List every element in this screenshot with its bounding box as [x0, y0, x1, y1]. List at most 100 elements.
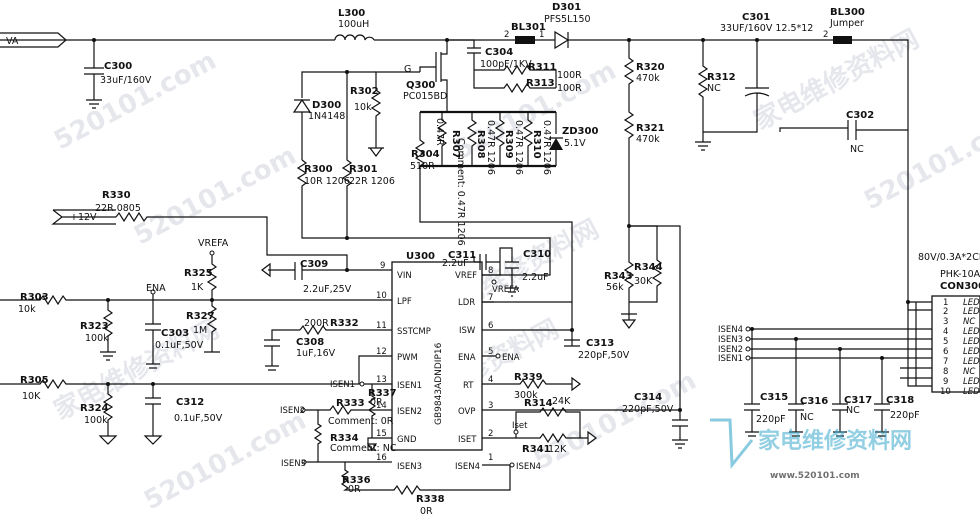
resistor-r303: R303 10k [0, 292, 212, 315]
r337-ref: R337 [368, 388, 397, 399]
capacitor-c314: C314 220pF,50V [494, 225, 688, 449]
resistor-r341: Iset R341 12K [512, 421, 597, 455]
svg-text:2: 2 [488, 429, 493, 439]
capacitor-c300: C300 33uF/160V [84, 40, 152, 109]
l300-value: 100uH [338, 19, 369, 30]
svg-text:14: 14 [376, 401, 387, 411]
svg-text:LED: LED [963, 337, 980, 347]
c311-ref: C311 [448, 250, 476, 261]
u300-part: GB9843ADNDIP16 [434, 342, 444, 425]
capacitor-c309: C309 2.2uF,25V [261, 259, 380, 295]
c314-value: 220pF,50V [622, 404, 674, 415]
sense-resistor-bank: R307 0.47R R308 0.47R 1206 R309 0.47R 12… [420, 108, 598, 246]
svg-text:ISW: ISW [459, 326, 476, 336]
r303-value: 10k [18, 304, 36, 315]
r341-ref: R341 [522, 444, 551, 455]
svg-text:3: 3 [943, 317, 948, 327]
r325-value: 1K [191, 282, 204, 293]
isen1-label: ISEN1 [330, 380, 355, 390]
r308-ref: R308 [475, 130, 486, 159]
r334-value: Comment: NC [330, 443, 397, 454]
svg-text:1: 1 [488, 453, 493, 463]
c317-ref: C317 [844, 395, 872, 406]
svg-text:11: 11 [376, 321, 387, 331]
r343-value: 56k [606, 282, 624, 293]
r311-value: 100R [557, 70, 582, 81]
isen2-label-con: ISEN2 [718, 345, 743, 355]
resistor-r300: R300 10R 1206 [296, 159, 350, 239]
r336-ref: R336 [342, 475, 371, 486]
c308-ref: C308 [296, 337, 324, 348]
c315-ref: C315 [760, 392, 788, 403]
r333-ref: R333 [336, 398, 365, 409]
l300-ref: L300 [338, 8, 365, 19]
c308-value: 1uF,16V [296, 348, 336, 359]
resistor-r311: R311 100R [474, 62, 582, 88]
svg-text:2: 2 [943, 307, 948, 317]
resistor-r330: +12V R330 22R 0805 [51, 190, 348, 270]
capacitor-c304: C304 100pF/1KV [447, 39, 532, 70]
r304-value: 510R [410, 161, 435, 172]
brand-watermark: 家电维修资料网 www.520101.com [710, 418, 912, 481]
va-label: VA [6, 36, 19, 47]
r301-ref: R301 [349, 164, 378, 175]
r307-value: 0.47R [434, 118, 445, 146]
watermark-site: 520101.com [859, 106, 980, 216]
r325-ref: R325 [184, 268, 213, 279]
d301-ref: D301 [552, 2, 581, 13]
c313-value: 220pF,50V [578, 350, 630, 361]
r332-value: 200R [304, 318, 329, 329]
u300-right-pins: 8 VREF 7 LDR 6 ISW 5 ENA 4 RT 3 OVP 2 IS… [455, 266, 493, 472]
mosfet-q300: Q300 PC015BD G [403, 40, 448, 108]
resistor-r314: R314 24K [494, 396, 581, 439]
capacitor-c301: C301 33UF/160V 12.5*12 [703, 12, 813, 133]
isen3-label: ISEN3 [281, 459, 306, 469]
brand-url: www.520101.com [770, 471, 860, 481]
resistor-r325: VREFA R325 1K [184, 238, 380, 352]
inductor-l300: L300 100uH [334, 8, 375, 41]
isen-bus-right: ISEN4 ISEN3 ISEN2 ISEN1 [718, 325, 932, 404]
capacitor-c317: C317 NC [832, 395, 872, 437]
r334-ref: R334 [330, 433, 359, 444]
c304-ref: C304 [485, 47, 513, 58]
c310-ref: C310 [523, 249, 551, 260]
ena-label-left: ENA [146, 283, 166, 294]
resistor-r323: R323 100k [80, 298, 116, 361]
capacitor-c312: C312 0.1uF,50V [143, 382, 223, 445]
isen3-label-con: ISEN3 [718, 335, 743, 345]
r324-value: 100k [84, 415, 108, 426]
r313-value: 100R [557, 83, 582, 94]
r314-value: 24K [552, 396, 571, 407]
c309-ref: C309 [300, 259, 328, 270]
resistor-r301: R301 22R 1206 [341, 70, 551, 276]
resistor-r339: R339 300k [494, 372, 581, 401]
svg-text:LED: LED [963, 377, 980, 387]
isen2-label: ISEN2 [280, 406, 305, 416]
svg-text:4: 4 [488, 375, 493, 385]
svg-text:8: 8 [943, 367, 948, 377]
isen-left-network: ISEN1 R337 0R ISEN2 R333 Comment: 0R R33… [280, 380, 511, 517]
svg-text:5: 5 [943, 337, 948, 347]
svg-text:PWM: PWM [397, 353, 418, 363]
svg-text:7: 7 [488, 293, 493, 303]
svg-text:1: 1 [943, 298, 948, 308]
r333-value: Comment: 0R [328, 416, 394, 427]
r323-value: 100k [85, 333, 109, 344]
r323-ref: R323 [80, 321, 109, 332]
r327-value: 1M [193, 325, 207, 336]
svg-text:3: 3 [488, 401, 493, 411]
c313-ref: C313 [586, 338, 614, 349]
r339-ref: R339 [514, 372, 543, 383]
r311-ref: R311 [528, 62, 557, 73]
r324-ref: R324 [80, 403, 109, 414]
r320-ref: R320 [636, 62, 665, 73]
r304-ref: R304 [411, 149, 440, 160]
svg-text:LED: LED [963, 347, 980, 357]
con300-pins: 1 2 3 4 5 6 7 8 9 10 [940, 298, 951, 397]
svg-text:2: 2 [504, 30, 509, 40]
plus12v-label: +12V [70, 212, 97, 223]
r344-value: 30K [634, 276, 653, 287]
r344-ref: R344 [634, 262, 663, 273]
isen4-label-ic: ISEN4 [516, 462, 541, 472]
con300-pin-labels: LED LED NC LED LED LED LED NC LED LED [963, 298, 980, 397]
